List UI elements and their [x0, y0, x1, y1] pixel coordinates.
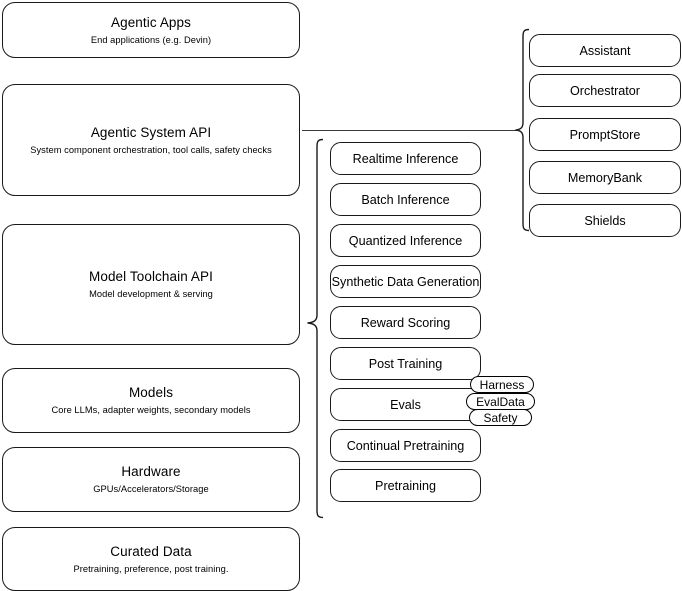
evals-badge-harness[interactable]: Harness: [470, 376, 534, 393]
layer-box-agentic-system-api[interactable]: Agentic System API System component orch…: [2, 84, 300, 196]
toolchain-item-pretraining[interactable]: Pretraining: [330, 469, 481, 502]
system-component-label: Assistant: [579, 43, 631, 58]
system-component-memorybank[interactable]: MemoryBank: [529, 161, 681, 194]
toolchain-item-continual-pretraining[interactable]: Continual Pretraining: [330, 429, 481, 462]
layer-subtitle: Core LLMs, adapter weights, secondary mo…: [51, 405, 251, 415]
system-component-label: MemoryBank: [567, 170, 643, 185]
layer-subtitle: System component orchestration, tool cal…: [30, 144, 272, 155]
system-component-label: PromptStore: [569, 127, 641, 142]
system-component-shields[interactable]: Shields: [529, 204, 681, 237]
evals-badge-evaldata[interactable]: EvalData: [466, 393, 535, 410]
system-component-assistant[interactable]: Assistant: [529, 34, 681, 67]
evals-badge-label: EvalData: [476, 394, 525, 409]
layer-box-agentic-apps[interactable]: Agentic Apps End applications (e.g. Devi…: [2, 2, 300, 58]
layer-box-hardware[interactable]: Hardware GPUs/Accelerators/Storage: [2, 447, 300, 512]
toolchain-item-label: Synthetic Data Generation: [331, 274, 480, 289]
system-component-label: Orchestrator: [570, 83, 640, 98]
layer-title: Models: [128, 385, 174, 400]
toolchain-item-label: Batch Inference: [361, 192, 450, 207]
toolchain-item-post-training[interactable]: Post Training: [330, 347, 481, 380]
toolchain-item-label: Quantized Inference: [348, 233, 463, 248]
toolchain-item-label: Evals: [390, 397, 421, 412]
evals-badge-label: Harness: [479, 377, 525, 392]
toolchain-item-synthetic-data-generation[interactable]: Synthetic Data Generation: [330, 265, 481, 298]
layer-subtitle: Model development & serving: [89, 289, 213, 299]
evals-badge-safety[interactable]: Safety: [469, 409, 532, 426]
layer-subtitle: End applications (e.g. Devin): [90, 34, 212, 45]
layer-title: Hardware: [121, 464, 181, 479]
connector-line-agentic-system-api: [302, 130, 518, 132]
evals-badge-label: Safety: [483, 410, 518, 425]
system-component-promptstore[interactable]: PromptStore: [529, 118, 681, 151]
layer-box-models[interactable]: Models Core LLMs, adapter weights, secon…: [2, 368, 300, 433]
toolchain-item-evals[interactable]: Evals: [330, 388, 481, 421]
layer-box-model-toolchain-api[interactable]: Model Toolchain API Model development & …: [2, 224, 300, 345]
layer-title: Model Toolchain API: [89, 269, 213, 284]
toolchain-item-label: Continual Pretraining: [346, 438, 465, 453]
toolchain-item-label: Pretraining: [375, 478, 436, 493]
layer-title: Curated Data: [110, 543, 192, 559]
toolchain-item-quantized-inference[interactable]: Quantized Inference: [330, 224, 481, 257]
system-component-label: Shields: [584, 213, 626, 228]
layer-title: Agentic System API: [90, 124, 212, 140]
layer-title: Agentic Apps: [110, 14, 191, 30]
layer-subtitle: Pretraining, preference, post training.: [73, 563, 229, 574]
layer-box-curated-data[interactable]: Curated Data Pretraining, preference, po…: [2, 527, 300, 591]
toolchain-item-label: Realtime Inference: [352, 151, 459, 166]
toolchain-item-realtime-inference[interactable]: Realtime Inference: [330, 142, 481, 175]
toolchain-item-label: Reward Scoring: [360, 315, 451, 330]
toolchain-item-label: Post Training: [368, 356, 443, 371]
toolchain-item-reward-scoring[interactable]: Reward Scoring: [330, 306, 481, 339]
toolchain-item-batch-inference[interactable]: Batch Inference: [330, 183, 481, 216]
bracket-toolchain-items: [306, 138, 324, 520]
system-component-orchestrator[interactable]: Orchestrator: [529, 74, 681, 107]
layer-subtitle: GPUs/Accelerators/Storage: [93, 484, 209, 494]
